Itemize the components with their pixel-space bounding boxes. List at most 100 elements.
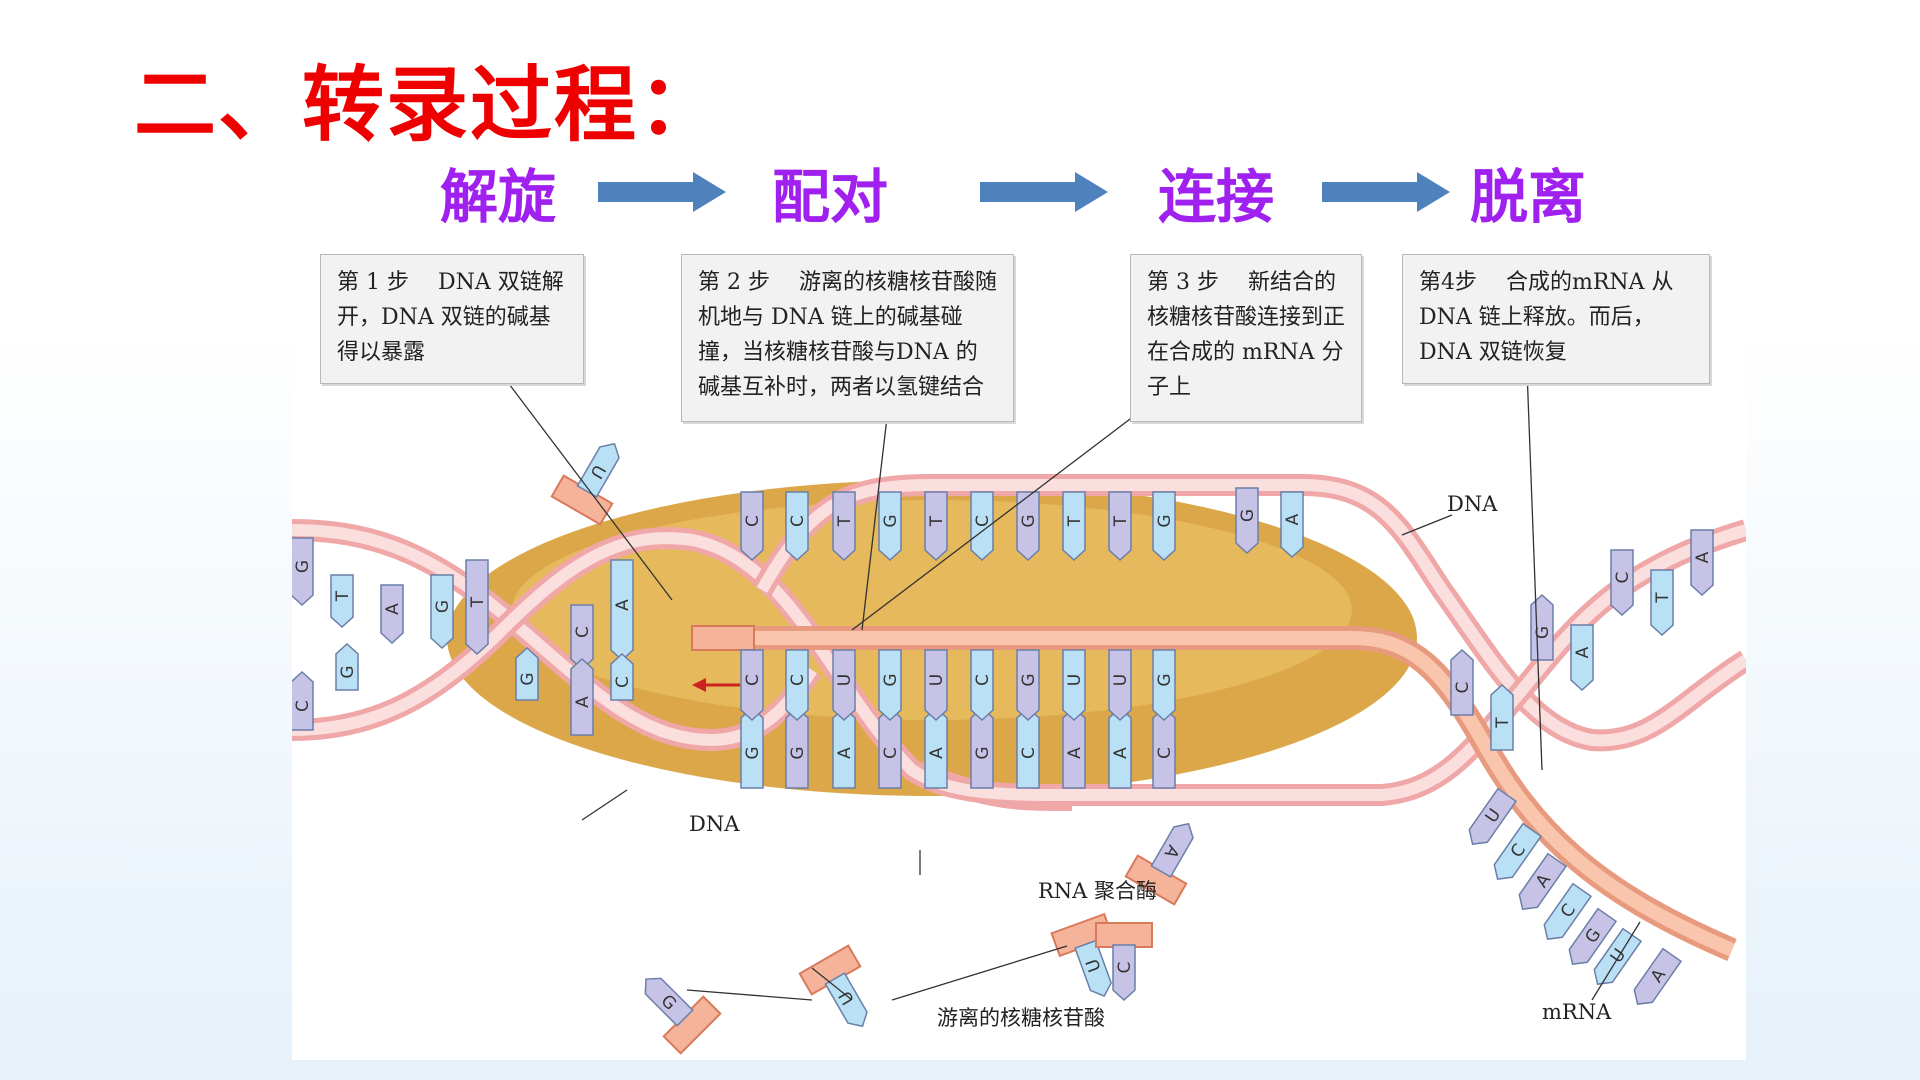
nucleotide-letter: G: [1155, 514, 1175, 527]
nucleotide-A: A: [1518, 852, 1568, 910]
step-pairing: 配对: [772, 163, 889, 231]
nucleotide-letter: C: [613, 676, 633, 688]
nucleotide-C: C: [1610, 549, 1634, 617]
nucleotide-G: G: [1152, 649, 1176, 722]
leader-line-mrna: [1591, 921, 1641, 1001]
nucleotide-letter: G: [881, 673, 901, 686]
nucleotide-letter: U: [1111, 674, 1131, 686]
arrow-icon: [1322, 172, 1450, 212]
nucleotide-A: A: [380, 584, 404, 645]
nucleotide-letter: A: [1283, 513, 1303, 525]
nucleotide-T: T: [465, 559, 489, 656]
nucleotide-letter: G: [1155, 673, 1175, 686]
nucleotide-letter: C: [1019, 747, 1039, 759]
nucleotide-C: C: [970, 649, 994, 722]
step-unwinding: 解旋: [440, 163, 557, 231]
leader-line-step1: [496, 367, 673, 601]
leader-line-dna-left: [581, 789, 628, 821]
nucleotide-letter: G: [788, 746, 808, 759]
nucleotide-letter: G: [881, 514, 901, 527]
dna-label-left: DNA: [689, 812, 740, 836]
nucleotide-letter: C: [1613, 572, 1633, 584]
mrna-end-cap: [691, 625, 755, 651]
nucleotide-letter: T: [1653, 592, 1673, 604]
nucleotide-letter: T: [1493, 717, 1513, 729]
nucleotide-U: U: [1062, 649, 1086, 722]
free-nucleotides-label: 游离的核糖核苷酸: [937, 1006, 1105, 1030]
nucleotide-U: U: [832, 649, 856, 722]
nucleotide-C: C: [1112, 944, 1136, 1002]
nucleotide-C: C: [610, 652, 634, 701]
nucleotide-letter: C: [973, 515, 993, 527]
nucleotide-letter: T: [835, 515, 855, 527]
nucleotide-letter: T: [333, 590, 353, 602]
nucleotide-T: T: [924, 491, 948, 562]
step4-note: 第4步 合成的mRNA 从 DNA 链上释放。而后，DNA 双链恢复: [1402, 254, 1710, 384]
dna-label-right: DNA: [1447, 492, 1498, 516]
nucleotide-letter: G: [1019, 673, 1039, 686]
nucleotide-letter: C: [743, 674, 763, 686]
nucleotide-letter: T: [927, 515, 947, 527]
nucleotide-A: A: [1280, 491, 1304, 559]
nucleotide-C: C: [740, 649, 764, 722]
nucleotide-C: C: [785, 649, 809, 722]
step3-note: 第 3 步 新结合的核糖核苷酸连接到正在合成的 mRNA 分子上: [1130, 254, 1362, 422]
nucleotide-T: T: [832, 491, 856, 562]
nucleotide-letter: A: [613, 599, 633, 611]
nucleotide-U: U: [1074, 939, 1112, 998]
nucleotide-G: G: [335, 642, 359, 691]
nucleotide-letter: C: [973, 674, 993, 686]
nucleotide-letter: G: [1533, 626, 1553, 639]
rna-polymerase-label: RNA 聚合酶: [1038, 879, 1158, 903]
nucleotide-letter: G: [518, 672, 538, 685]
nucleotide-T: T: [1062, 491, 1086, 562]
nucleotide-C: C: [1493, 822, 1543, 880]
nucleotide-letter: U: [835, 674, 855, 686]
arrow-icon: [980, 172, 1108, 212]
direction-arrow-head: [692, 678, 706, 692]
nucleotide-U: U: [1468, 787, 1518, 845]
nucleotide-C: C: [740, 491, 764, 562]
nucleotide-letter: G: [1019, 514, 1039, 527]
leader-line-free-2: [811, 967, 853, 1001]
nucleotide-letter: A: [1693, 551, 1713, 563]
dna-top-strand-inner: [756, 479, 1746, 747]
nucleotide-letter: A: [1573, 646, 1593, 658]
step-linking: 连接: [1158, 163, 1275, 231]
mrna-tail-bases: UCACGUA: [1468, 787, 1683, 1005]
nucleotide-letter: C: [788, 515, 808, 527]
nucleotide-letter: G: [293, 560, 313, 573]
nucleotide-letter: G: [338, 665, 358, 678]
nucleotide-C: C: [292, 670, 314, 731]
step-release: 脱离: [1470, 163, 1587, 231]
nucleotide-C: C: [785, 491, 809, 562]
process-steps: 解旋 配对 连接 脱离: [0, 150, 1920, 231]
nucleotide-letter: C: [1453, 682, 1473, 694]
nucleotide-G: G: [430, 574, 454, 650]
nucleotide-letter: C: [743, 515, 763, 527]
nucleotide-G: G: [878, 649, 902, 722]
nucleotide-letter: G: [433, 600, 453, 613]
leader-line-dna-right: [1401, 514, 1453, 536]
nucleotide-T: T: [1108, 491, 1132, 562]
nucleotide-letter: G: [973, 746, 993, 759]
nucleotide-A: A: [1633, 947, 1683, 1005]
nucleotide-letter: U: [1065, 674, 1085, 686]
nucleotide-letter: U: [927, 674, 947, 686]
nucleotide-U: U: [924, 649, 948, 722]
slide-title: 二、转录过程：: [134, 58, 723, 153]
nucleotide-letter: A: [927, 747, 947, 759]
nucleotide-letter: C: [788, 674, 808, 686]
nucleotide-T: T: [1490, 683, 1514, 751]
leader-line-free-1: [686, 989, 813, 1001]
nucleotide-letter: T: [1111, 515, 1131, 527]
nucleotide-letter: A: [1111, 747, 1131, 759]
nucleotide-A: A: [1570, 624, 1594, 692]
nucleotide-letter: C: [573, 626, 593, 638]
